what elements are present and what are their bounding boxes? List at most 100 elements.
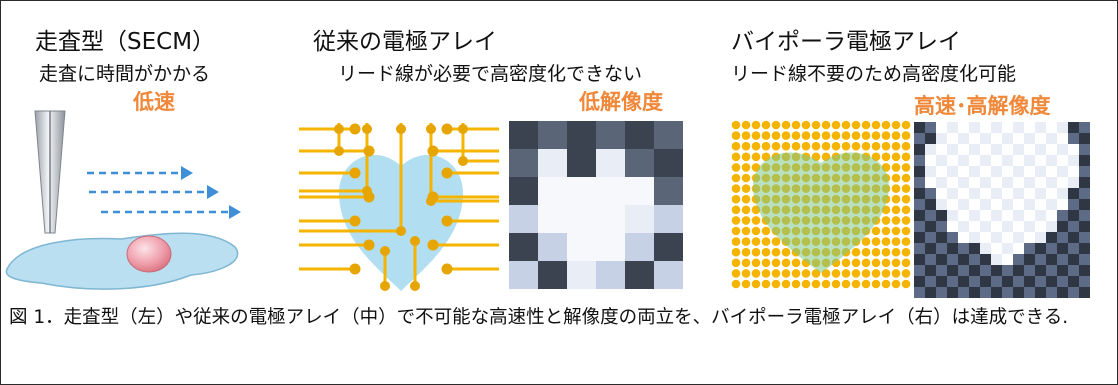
high-res-pixel	[1035, 221, 1046, 232]
high-res-pixel	[969, 287, 980, 298]
high-res-pixel	[1046, 133, 1057, 144]
high-res-pixel	[936, 122, 947, 133]
scan-arrows	[87, 171, 229, 214]
low-res-pixel	[567, 177, 596, 205]
electrode-dot	[441, 167, 453, 179]
high-res-pixel	[936, 243, 947, 254]
high-res-pixel	[925, 177, 936, 188]
high-res-pixel	[1079, 221, 1090, 232]
secm-probe	[34, 110, 66, 234]
high-res-pixel	[969, 276, 980, 287]
high-res-pixel	[1068, 166, 1079, 177]
high-res-pixel	[1046, 177, 1057, 188]
bipolar-dot	[731, 173, 741, 183]
panel-bipolar-title: バイポーラ電極アレイ	[731, 29, 961, 55]
high-res-pixel	[980, 210, 991, 221]
low-res-pixel	[538, 205, 567, 233]
high-res-pixel	[969, 232, 980, 243]
high-res-pixel	[914, 232, 925, 243]
low-res-pixel	[567, 233, 596, 261]
high-res-pixel	[1024, 254, 1035, 265]
low-res-pixel	[567, 121, 596, 149]
high-res-pixel	[914, 122, 925, 133]
bipolar-dot	[851, 247, 861, 257]
bipolar-dot	[891, 173, 901, 183]
high-res-pixel	[1068, 199, 1079, 210]
bipolar-dot	[861, 258, 871, 268]
high-res-pixel	[1013, 243, 1024, 254]
bipolar-dot	[901, 120, 911, 130]
bipolar-dot	[801, 279, 811, 289]
bipolar-dot	[781, 247, 791, 257]
low-res-pixel	[509, 121, 538, 149]
high-res-pixel	[958, 199, 969, 210]
bipolar-dot	[771, 247, 781, 257]
high-res-pixel	[925, 144, 936, 155]
high-res-pixel	[914, 254, 925, 265]
high-res-pixel	[1057, 210, 1068, 221]
bipolar-dot	[891, 216, 901, 225]
bipolar-dot	[831, 120, 841, 130]
high-res-pixel	[925, 276, 936, 287]
bipolar-dot	[881, 279, 891, 289]
high-res-pixel	[1068, 177, 1079, 188]
bipolar-dot	[761, 279, 771, 289]
high-res-pixel	[925, 199, 936, 210]
bipolar-dot	[901, 258, 911, 268]
bipolar-dot	[761, 269, 771, 278]
high-res-pixel	[1057, 221, 1068, 232]
electrode-dot	[441, 123, 453, 135]
high-res-pixel	[947, 166, 958, 177]
high-res-pixel	[914, 265, 925, 276]
high-res-pixel	[980, 243, 991, 254]
high-res-pixel	[1079, 166, 1090, 177]
bipolar-dot	[731, 205, 741, 215]
high-res-pixel	[1035, 254, 1046, 265]
high-res-pixel	[925, 265, 936, 276]
high-res-pixel	[1046, 155, 1057, 166]
high-res-pixel	[1057, 287, 1068, 298]
high-res-pixel	[947, 210, 958, 221]
high-res-pixel	[1057, 254, 1068, 265]
high-res-pixel	[1002, 199, 1013, 210]
high-res-pixel	[1024, 265, 1035, 276]
bipolar-dot	[771, 141, 781, 151]
high-res-pixel	[1046, 188, 1057, 199]
high-res-pixel	[969, 254, 980, 265]
high-res-pixel	[980, 254, 991, 265]
high-res-pixel	[980, 199, 991, 210]
bipolar-heart	[753, 152, 889, 273]
high-res-pixel	[991, 122, 1002, 133]
bipolar-dot	[861, 247, 871, 257]
electrode-dot	[349, 167, 361, 179]
bipolar-dot	[771, 258, 781, 268]
high-res-pixel	[991, 144, 1002, 155]
bipolar-dot	[731, 247, 741, 257]
bipolar-dot	[731, 163, 741, 172]
high-res-pixel	[958, 265, 969, 276]
bipolar-dot	[751, 258, 761, 268]
bipolar-dot	[741, 237, 751, 246]
bipolar-dot	[861, 279, 871, 289]
bipolar-dot	[821, 120, 831, 130]
bipolar-dot	[741, 226, 751, 236]
high-res-pixel	[936, 199, 947, 210]
bipolar-dot	[731, 279, 741, 289]
high-res-pixel	[1013, 210, 1024, 221]
bipolar-dot	[781, 131, 791, 140]
bipolar-dot	[881, 131, 891, 140]
high-res-pixel	[1035, 276, 1046, 287]
high-res-pixel	[1013, 177, 1024, 188]
high-res-pixel	[1002, 254, 1013, 265]
high-res-pixel	[1002, 221, 1013, 232]
bipolar-dot	[851, 131, 861, 140]
bipolar-dot	[831, 279, 841, 289]
high-res-pixel	[991, 287, 1002, 298]
bipolar-dot	[831, 141, 841, 151]
high-res-pixel	[936, 276, 947, 287]
bipolar-dot	[801, 131, 811, 140]
high-res-pixel	[947, 254, 958, 265]
high-res-pixel	[991, 221, 1002, 232]
electrode-dot	[427, 145, 439, 157]
high-res-pixel	[1046, 166, 1057, 177]
